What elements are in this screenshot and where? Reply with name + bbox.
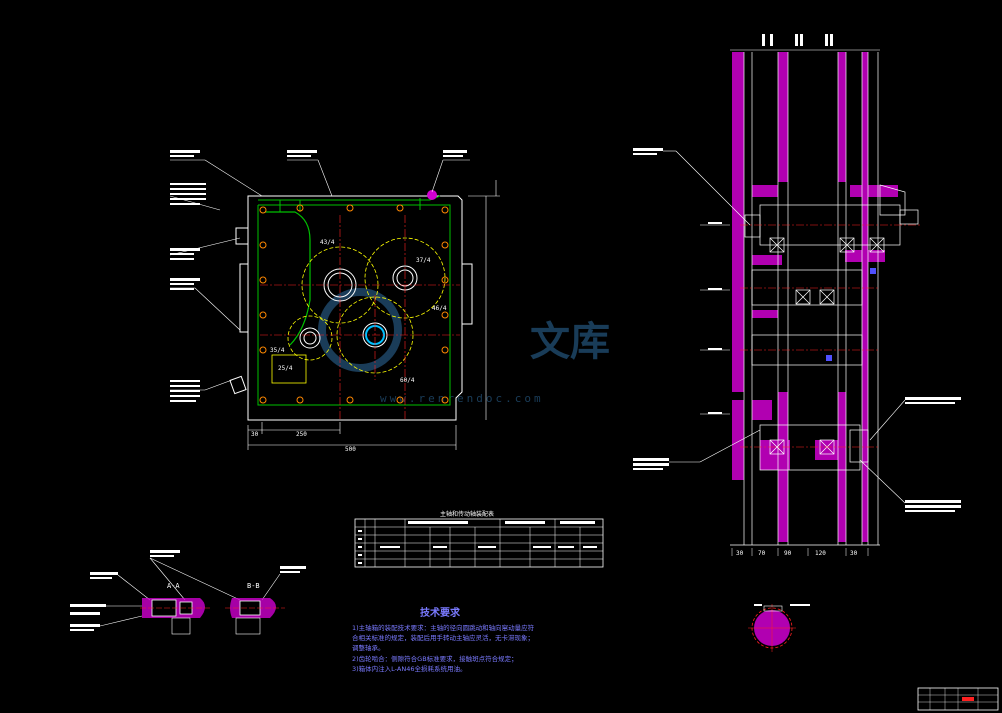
gear-label-2: 37/4 xyxy=(416,257,431,264)
title-block xyxy=(917,687,999,711)
section-views: A-A B-B xyxy=(70,550,306,635)
gear-4 xyxy=(287,315,333,361)
gear-label-1: 43/4 xyxy=(320,239,335,246)
section-aa-title: A-A xyxy=(167,582,180,590)
tech-line-1: 1)主轴箱的装配技术要求：主轴的径向圆跳动和轴向窜动量应符 xyxy=(352,623,535,632)
tech-line-4: 2)齿轮啮合：侧隙符合GB标准要求，接触斑点符合规定； xyxy=(352,654,518,663)
spindle-section-view: 30 70 90 120 30 xyxy=(633,34,961,557)
watermark-logo-icon xyxy=(318,288,402,372)
section-bb-title: B-B xyxy=(247,582,260,590)
gear-detail xyxy=(748,604,810,652)
tech-line-2: 合相关标准的规定，装配后用手转动主轴应灵活，无卡滞现象； xyxy=(352,633,534,642)
technical-requirements: 技术要求 1)主轴箱的装配技术要求：主轴的径向圆跳动和轴向窜动量应符 合相关标准… xyxy=(352,606,535,673)
tech-line-5: 3)箱体内注入L-AN46全损耗系统用油。 xyxy=(352,664,466,673)
gear-label-4: 60/4 xyxy=(400,377,415,384)
assembly-table: 主轴和传动轴装配表 xyxy=(354,510,604,568)
gear-3 xyxy=(336,296,414,374)
dim-edge-offset: 30 xyxy=(251,431,259,438)
table-title: 主轴和传动轴装配表 xyxy=(440,510,494,518)
right-dim-1: 30 xyxy=(736,550,744,557)
dim-overall-width: 500 xyxy=(345,446,356,453)
watermark-url: www.renrendoc.com xyxy=(380,392,544,405)
dim-center-offset: 250 xyxy=(296,431,307,438)
right-dim-4: 120 xyxy=(815,550,826,557)
right-dim-5: 30 xyxy=(850,550,858,557)
gear-label-5: 35/4 xyxy=(270,347,285,354)
watermark-text: 文库 xyxy=(530,319,610,365)
gearbox-front-view: 43/4 37/4 46/4 60/4 35/4 25/4 500 250 30 xyxy=(169,150,500,453)
right-dim-2: 70 xyxy=(758,550,766,557)
gear-label-6: 25/4 xyxy=(278,365,293,372)
watermark: 文库 www.renrendoc.com xyxy=(318,288,610,405)
oil-cap-icon xyxy=(427,190,437,200)
gear-label-3: 46/4 xyxy=(432,305,447,312)
tech-line-3: 调整轴承。 xyxy=(352,643,385,652)
right-dim-3: 90 xyxy=(784,550,792,557)
tech-title: 技术要求 xyxy=(420,606,461,619)
